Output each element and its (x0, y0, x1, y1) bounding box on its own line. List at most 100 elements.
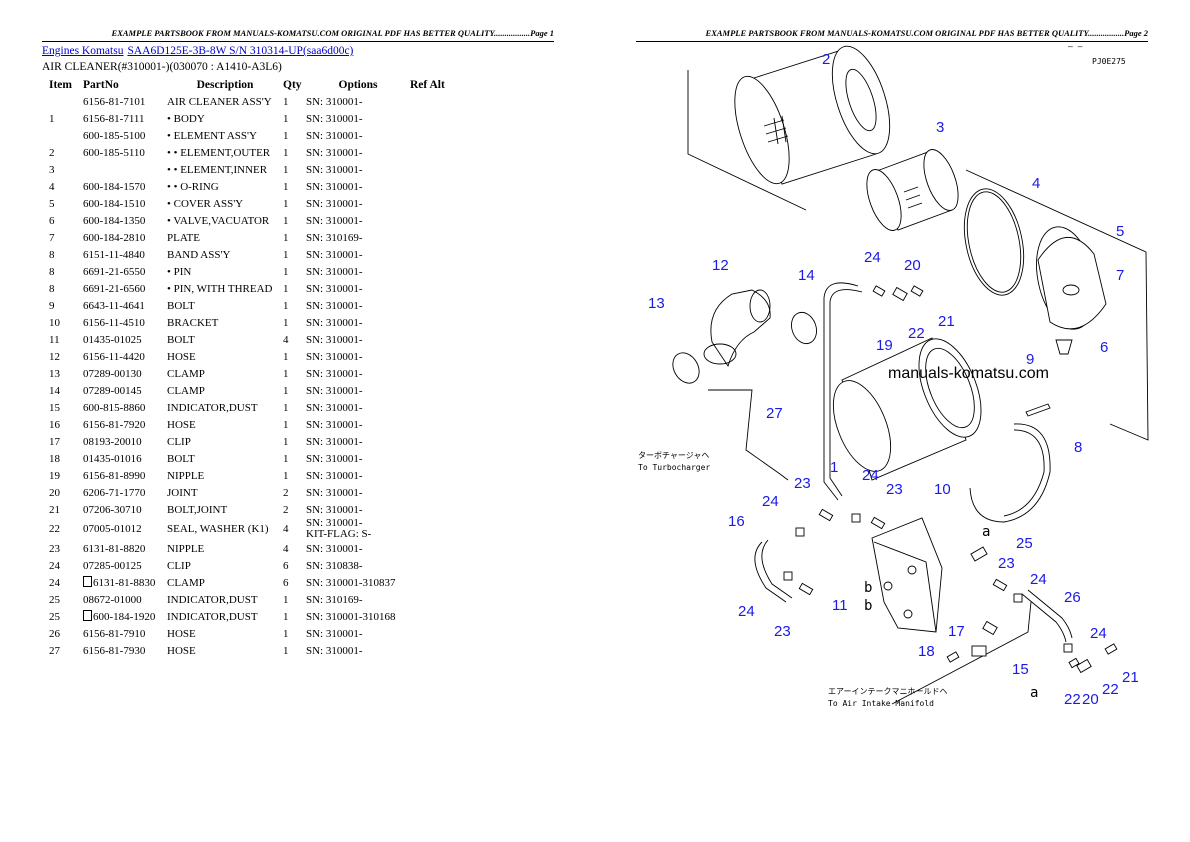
item-cell-text: 11 (49, 333, 60, 346)
page-1-header: EXAMPLE PARTSBOOK FROM MANUALS-KOMATSU.C… (42, 28, 554, 42)
callout-10: 10 (934, 481, 951, 498)
options-cell-text: SN: 310001- (306, 350, 363, 363)
options-cell-text: SN: 310001- (306, 367, 363, 380)
header-refalt: Ref Alt (410, 79, 445, 91)
vacuator-valve (1055, 339, 1073, 355)
qty-cell: 1 (283, 93, 306, 110)
item-cell-text: 18 (49, 452, 60, 465)
callout-21a: 21 (938, 313, 955, 330)
options-cell: SN: 310001- (306, 331, 410, 348)
breadcrumb-link-engines[interactable]: Engines Komatsu (42, 45, 124, 57)
qty-cell-text: 2 (283, 503, 289, 516)
item-cell-text: 21 (49, 503, 60, 516)
options-cell-text: SN: 310001-310837 (306, 576, 396, 589)
partno-cell: 600-184-2810 (83, 229, 167, 246)
description-cell-text: PLATE (167, 231, 200, 244)
partno-cell: 600-184-1570 (83, 178, 167, 195)
description-cell: CLIP (167, 433, 283, 450)
refalt-cell (410, 348, 470, 365)
breadcrumb-link-model[interactable]: SAA6D125E-3B-8W S/N 310314-UP(saa6d00c) (127, 45, 354, 57)
description-cell-text: • PIN (167, 265, 192, 278)
refalt-cell (410, 382, 470, 399)
refalt-cell (410, 297, 470, 314)
options-cell-text: SN: 310001- (306, 282, 363, 295)
options-cell: SN: 310001- (306, 433, 410, 450)
refalt-cell (410, 178, 470, 195)
item-cell-text: 2 (49, 146, 55, 159)
options-cell-text: SN: 310001- (306, 180, 363, 193)
partno-cell: 6691-21-6560 (83, 280, 167, 297)
options-cell-text: SN: 310001- (306, 384, 363, 397)
item-cell: 4 (44, 178, 83, 195)
o-ring (963, 188, 1025, 296)
description-cell: HOSE (167, 642, 283, 659)
partno-cell-text: 01435-01025 (83, 333, 142, 346)
description-cell: JOINT (167, 484, 283, 501)
refalt-cell (410, 501, 470, 518)
item-cell: 24 (44, 557, 83, 574)
options-cell-text: SN: 310169- (306, 231, 363, 244)
partno-cell-text: 01435-01016 (83, 452, 142, 465)
callout-24f: 24 (1090, 625, 1107, 642)
qty-cell-text: 4 (283, 542, 289, 555)
qty-cell: 1 (283, 212, 306, 229)
refalt-cell (410, 591, 470, 608)
partno-cell-text: 6643-11-4641 (83, 299, 145, 312)
item-cell: 12 (44, 348, 83, 365)
qty-cell-text: 1 (283, 180, 289, 193)
callout-14: 14 (798, 267, 815, 284)
exploded-parts-diagram: – – PJ0E275 (638, 42, 1149, 708)
description-cell-text: CLIP (167, 559, 191, 572)
item-cell: 20 (44, 484, 83, 501)
partno-cell-text: 07005-01012 (83, 523, 142, 535)
options-cell-text: SN: 310001- (306, 265, 363, 278)
item-cell: 8 (44, 263, 83, 280)
item-cell (44, 127, 83, 144)
inner-element (866, 149, 959, 231)
item-cell-text: 22 (49, 523, 60, 535)
item-cell-text: 27 (49, 644, 60, 657)
refalt-cell (410, 144, 470, 161)
partno-cell-text: 600-815-8860 (83, 401, 146, 414)
description-cell-text: • BODY (167, 112, 205, 125)
options-cell: SN: 310001- (306, 93, 410, 110)
intake-hose-elbow (703, 289, 771, 368)
options-cell: SN: 310001- (306, 399, 410, 416)
description-cell: NIPPLE (167, 540, 283, 557)
partno-cell: 07005-01012 (83, 518, 167, 540)
qty-cell: 6 (283, 557, 306, 574)
refalt-cell (410, 399, 470, 416)
qty-cell-text: 1 (283, 593, 289, 606)
qty-cell-text: 1 (283, 435, 289, 448)
item-cell-text: 20 (49, 486, 60, 499)
qty-cell-text: 4 (283, 523, 289, 535)
item-cell: 16 (44, 416, 83, 433)
item-cell: 8 (44, 246, 83, 263)
qty-cell-text: 2 (283, 486, 289, 499)
description-cell-text: BOLT (167, 333, 195, 346)
options-cell-text: SN: 310001- (306, 486, 363, 499)
item-cell: 21 (44, 501, 83, 518)
item-cell: 17 (44, 433, 83, 450)
options-cell: SN: 310169- (306, 229, 410, 246)
partno-cell: 07289-00145 (83, 382, 167, 399)
options-cell: SN: 310001- (306, 297, 410, 314)
description-cell: • VALVE,VACUATOR (167, 212, 283, 229)
partno-cell-text: 6206-71-1770 (83, 486, 146, 499)
qty-cell: 1 (283, 161, 306, 178)
turbo-label-en: To Turbocharger (638, 463, 710, 472)
partno-cell-text: 07289-00130 (83, 367, 142, 380)
description-cell: BRACKET (167, 314, 283, 331)
partno-cell: 6156-81-7930 (83, 642, 167, 659)
hose-27 (823, 282, 859, 501)
partno-cell: 6156-81-7101 (83, 93, 167, 110)
refalt-cell (410, 263, 470, 280)
